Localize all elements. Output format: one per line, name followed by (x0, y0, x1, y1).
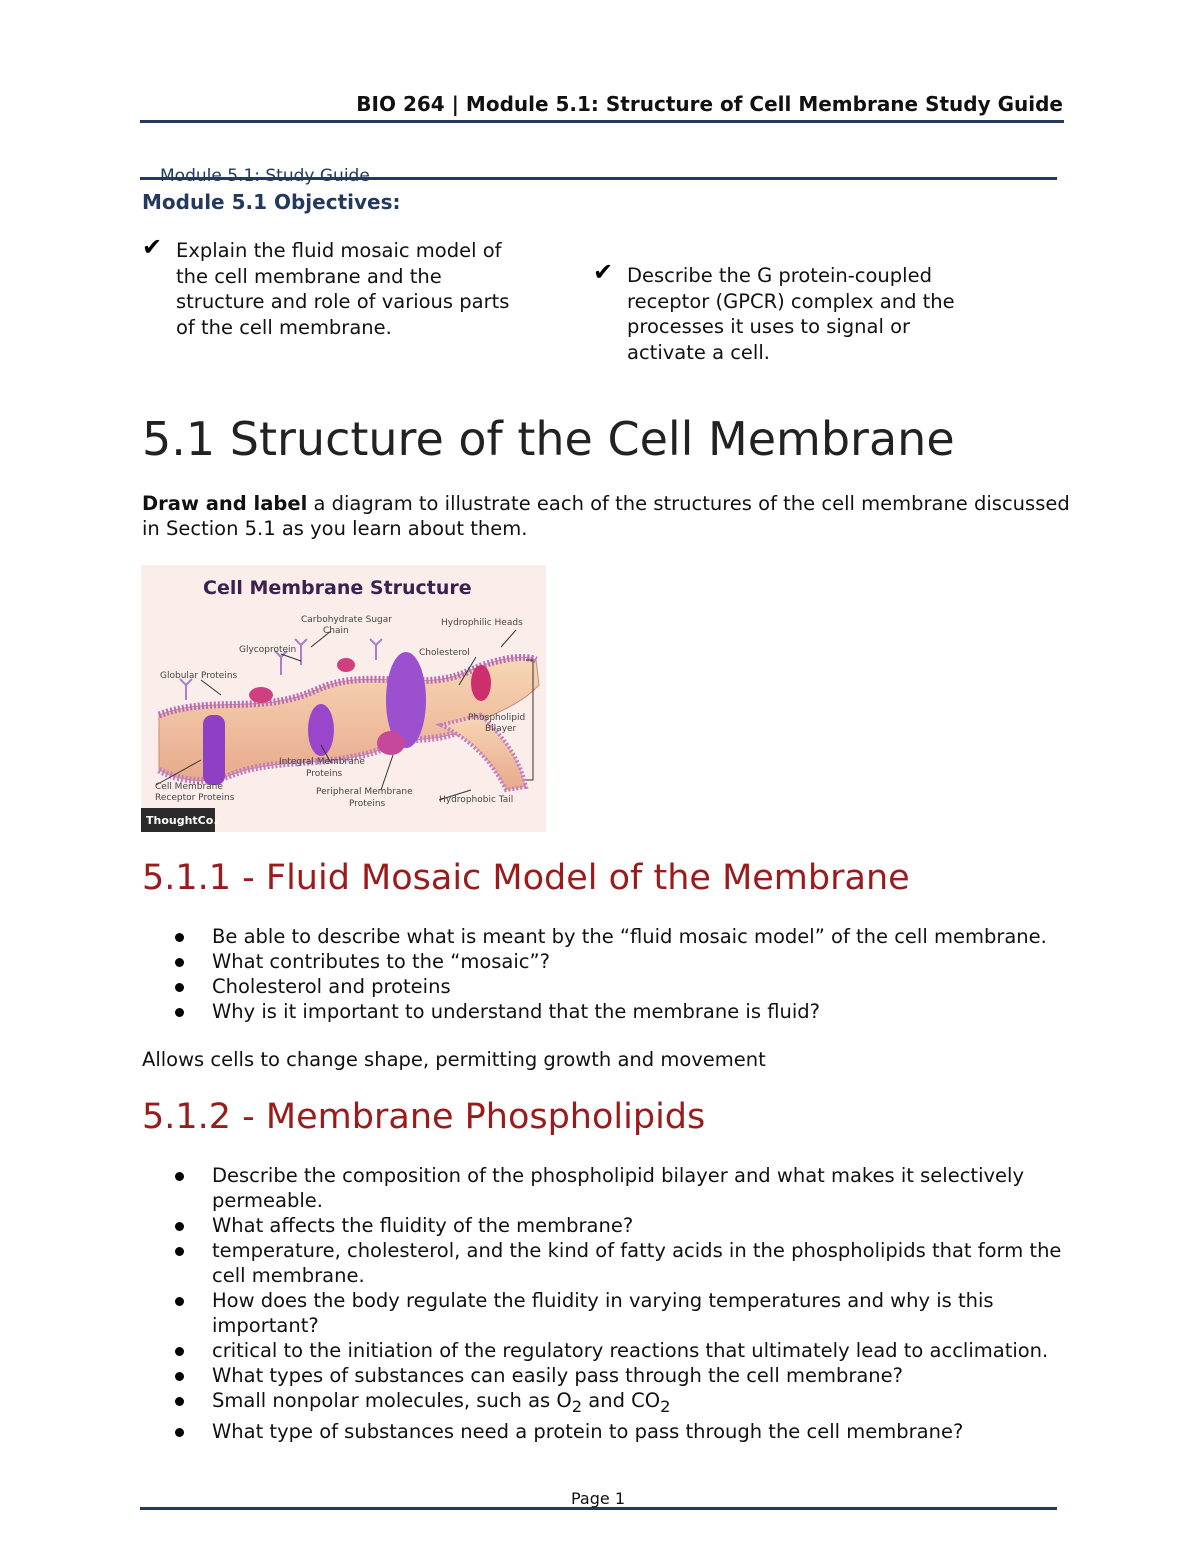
label-receptor: Cell Membrane (155, 782, 223, 792)
membrane-heads-top (157, 653, 538, 719)
receptor-protein (203, 715, 225, 785)
objective-right: Describe the G protein-coupled receptor … (627, 263, 955, 365)
cell-membrane-diagram: Cell Membrane Structure (141, 565, 546, 832)
label-cholesterol: Cholesterol (419, 648, 470, 658)
intro-text: a diagram to illustrate each of the stru… (142, 492, 1070, 540)
bullet-list-512: Describe the composition of the phosphol… (142, 1163, 1062, 1444)
bullet-list-511: Be able to describe what is meant by the… (142, 924, 1062, 1024)
answer-text: Allows cells to change shape, permitting… (142, 1048, 766, 1071)
list-item: How does the body regulate the fluidity … (142, 1288, 1062, 1338)
label-carbohydrate: Carbohydrate Sugar (301, 615, 392, 625)
label-glycoprotein: Glycoprotein (239, 645, 296, 655)
integral-protein (308, 704, 334, 756)
sugar-chains (179, 638, 383, 700)
diagram-title: Cell Membrane Structure (203, 577, 472, 599)
peripheral-protein (377, 731, 405, 755)
subsection-title-511: 5.1.1 - Fluid Mosaic Model of the Membra… (142, 858, 910, 898)
objective-left-line: Explain the fluid mosaic model of (176, 239, 502, 262)
label-carbohydrate-2: Chain (323, 626, 349, 636)
list-item: temperature, cholesterol, and the kind o… (142, 1238, 1062, 1288)
label-receptor-2: Receptor Proteins (155, 793, 235, 803)
list-item: critical to the initiation of the regula… (142, 1338, 1062, 1363)
list-item: What affects the fluidity of the membran… (142, 1213, 1062, 1238)
ghost-heading: Module 5.1: Study Guide (160, 166, 370, 186)
list-item: What contributes to the “mosaic”? (142, 949, 1062, 974)
diagram-svg: Cell Membrane Structure (141, 577, 540, 832)
section-intro: Draw and label a diagram to illustrate e… (142, 491, 1072, 541)
brand-logo (141, 808, 215, 832)
list-item: Describe the composition of the phosphol… (142, 1163, 1062, 1213)
membrane-bilayer (158, 656, 540, 782)
o2-text: Small nonpolar molecules, such as O (212, 1389, 572, 1412)
co2-text: and CO (582, 1389, 661, 1412)
cholesterol-mark (471, 665, 491, 701)
objective-right-line: activate a cell. (627, 340, 770, 364)
glycoprotein-mark (337, 658, 355, 672)
document-header-title: BIO 264 | Module 5.1: Structure of Cell … (356, 92, 1063, 116)
objective-right-line: processes it uses to signal or (627, 315, 911, 338)
objective-right-line: Describe the G protein-coupled (627, 264, 932, 287)
page-number: Page 1 (571, 1489, 625, 1508)
membrane-heads-bottom (157, 722, 473, 785)
label-phospholipid: Phospholipid (468, 713, 525, 723)
label-integral-2: Proteins (306, 769, 343, 779)
label-bilayer: Bilayer (485, 724, 517, 734)
list-item: Cholesterol and proteins (142, 974, 1062, 999)
objective-left-line: structure and role of various parts (176, 290, 510, 313)
objective-left-line: the cell membrane and the (176, 264, 442, 288)
subsection-title-512: 5.1.2 - Membrane Phospholipids (142, 1097, 706, 1137)
label-globular: Globular Proteins (160, 671, 238, 681)
check-mark-icon: ✔ (142, 233, 163, 261)
list-item: Be able to describe what is meant by the… (142, 924, 1062, 949)
page-footer: Page 1 (0, 1489, 1200, 1508)
objective-right-line: receptor (GPCR) complex and the (627, 289, 955, 313)
label-peripheral: Peripheral Membrane (316, 787, 413, 797)
label-hydrophilic: Hydrophilic Heads (441, 618, 523, 628)
subscript: 2 (660, 1396, 671, 1416)
section-rule (140, 177, 1057, 180)
header-rule (140, 120, 1064, 123)
objective-left-line: of the cell membrane. (176, 315, 392, 339)
brand-logo-text: ThoughtCo. (146, 814, 218, 827)
leader-lines (155, 629, 534, 801)
list-item: What types of substances can easily pass… (142, 1363, 1062, 1388)
list-item: Why is it important to understand that t… (142, 999, 1062, 1024)
subscript: 2 (571, 1396, 583, 1416)
label-integral: Integral Membrane (279, 757, 365, 767)
objectives-heading: Module 5.1 Objectives: (142, 190, 401, 214)
channel-protein (386, 652, 426, 748)
label-peripheral-2: Proteins (349, 799, 386, 809)
globular-protein (249, 687, 273, 703)
section-title: 5.1 Structure of the Cell Membrane (142, 412, 955, 466)
label-hydrophobic: Hydrophobic Tail (439, 795, 513, 805)
objective-left: Explain the fluid mosaic model of the ce… (176, 238, 509, 340)
footer-rule (140, 1507, 1057, 1510)
check-mark-icon: ✔ (593, 258, 614, 286)
membrane-fold (435, 712, 529, 793)
list-item: Small nonpolar molecules, such as O2 and… (142, 1388, 1062, 1419)
intro-bold: Draw and label (142, 492, 308, 515)
list-item: What type of substances need a protein t… (142, 1419, 1062, 1444)
